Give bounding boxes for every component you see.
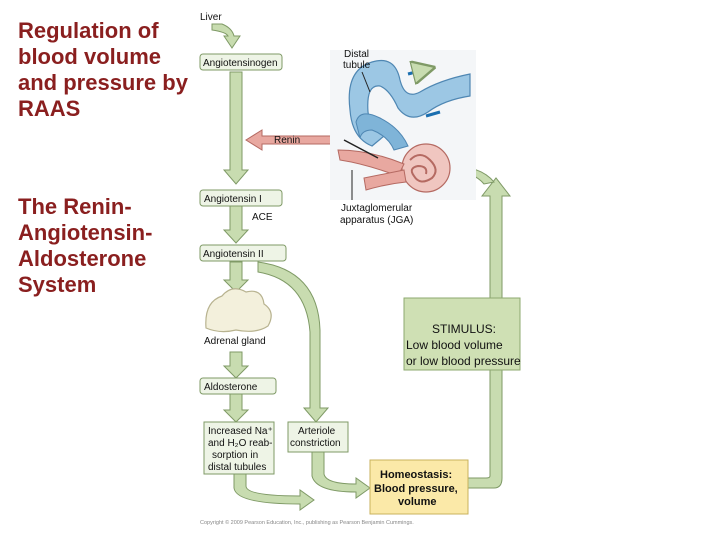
tubule-flow-arrow (407, 70, 424, 74)
arrow-feedback-loop (465, 177, 512, 489)
arrow-angiotensin2-arteriole (257, 261, 330, 423)
slide-title: Regulation of blood volume and pressure … (18, 18, 188, 121)
label-adrenal-gland: Adrenal gland (204, 336, 266, 347)
label-liver: Liver (200, 12, 222, 23)
copyright-text: Copyright © 2009 Pearson Education, Inc.… (200, 519, 414, 526)
homeostasis-line-1: Homeostasis: (380, 469, 452, 481)
homeostasis-line-3: volume (398, 496, 437, 508)
label-arteriole-2: constriction (290, 438, 341, 449)
label-aldosterone: Aldosterone (204, 382, 258, 393)
labels: Liver Angiotensinogen Distal tubule Reni… (199, 12, 413, 475)
label-increased-na-4: distal tubules (208, 462, 266, 473)
label-arteriole-1: Arteriole (298, 426, 336, 437)
arrow-na-homeostasis (233, 473, 315, 511)
homeostasis-box: Homeostasis: Blood pressure, volume (369, 459, 469, 515)
label-jga-1: Juxtaglomerular (341, 203, 413, 214)
stimulus-line-1: STIMULUS: (432, 322, 496, 336)
label-distal-tubule-2: tubule (343, 60, 371, 71)
stimulus-box: STIMULUS: Low blood volume or low blood … (403, 297, 521, 371)
label-increased-na-2: and H₂O reab- (208, 438, 272, 449)
label-angiotensinogen: Angiotensinogen (203, 58, 278, 69)
label-increased-na-1: Increased Na⁺ (208, 426, 273, 437)
label-angiotensin-1: Angiotensin I (204, 194, 262, 205)
label-renin: Renin (274, 135, 300, 146)
arrow-liver-angiotensinogen (211, 23, 241, 49)
label-jga-2: apparatus (JGA) (340, 215, 413, 226)
slide-subtitle: The Renin-Angiotensin-Aldosterone System (18, 194, 153, 297)
homeostasis-line-2: Blood pressure, (374, 483, 458, 495)
stimulus-line-3: or low blood pressure (406, 354, 521, 368)
arrow-aldosterone-na (222, 393, 250, 423)
label-angiotensin-2: Angiotensin II (203, 249, 264, 260)
renin-arrow (245, 129, 339, 151)
adrenal-gland-shape (205, 288, 272, 333)
arrow-angiotensin1-angiotensin2 (222, 205, 250, 244)
arrow-adrenal-aldosterone (222, 351, 250, 379)
main-pathway-arrows (211, 23, 512, 511)
nephron-illustration (330, 50, 476, 200)
label-ace: ACE (252, 212, 273, 223)
arrow-arteriole-homeostasis (311, 451, 371, 499)
arrow-angiotensinogen-angiotensin1 (222, 71, 250, 185)
label-distal-tubule-1: Distal (344, 49, 369, 60)
arteriole-shape (337, 149, 405, 177)
label-increased-na-3: sorption in (212, 450, 258, 461)
arrow-angiotensin2-adrenal (222, 261, 250, 293)
stimulus-line-2: Low blood volume (406, 338, 503, 352)
